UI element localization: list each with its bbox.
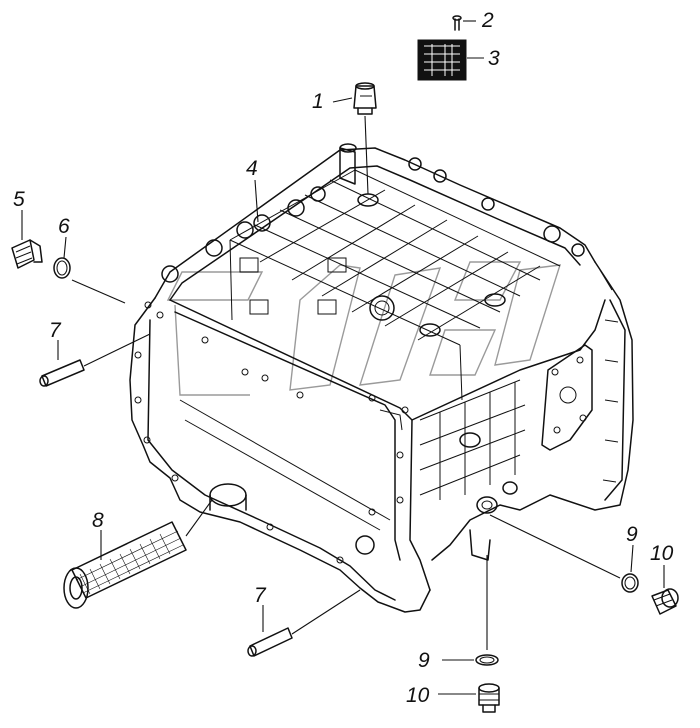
callout-6: 6 <box>58 215 70 238</box>
callout-5: 5 <box>13 188 25 211</box>
callout-1: 1 <box>312 90 324 113</box>
part-plug-right <box>651 588 679 615</box>
part-seal-ring-left <box>53 257 71 279</box>
callout-3: 3 <box>488 47 500 70</box>
gearbox-housing <box>129 143 634 613</box>
housing-rib-grid <box>229 169 561 401</box>
callout-9-right: 9 <box>626 523 638 546</box>
part-dowel-pin-upper <box>39 359 85 387</box>
part-seal-ring-bottom <box>475 654 499 666</box>
callout-labels: 1 2 3 4 5 6 7 7 8 9 10 9 10 <box>13 9 674 707</box>
part-filter-tube <box>63 521 187 609</box>
part-screw <box>452 15 462 31</box>
part-nameplate <box>417 39 467 81</box>
callout-2: 2 <box>481 9 494 32</box>
part-drain-plug-bottom <box>478 683 500 713</box>
callout-10-bottom: 10 <box>406 684 430 707</box>
watermark <box>166 261 561 396</box>
callout-9-bottom: 9 <box>418 649 430 672</box>
callout-7-lower: 7 <box>254 584 267 607</box>
callout-8: 8 <box>92 509 104 532</box>
part-breather <box>353 82 377 115</box>
callout-7-upper: 7 <box>49 319 62 342</box>
part-plug-left <box>11 239 43 269</box>
callout-10-right: 10 <box>650 542 674 565</box>
leader-lines <box>21 20 665 695</box>
part-dowel-pin-lower <box>247 627 293 657</box>
callout-4: 4 <box>246 157 258 180</box>
part-seal-ring-right <box>621 573 639 593</box>
